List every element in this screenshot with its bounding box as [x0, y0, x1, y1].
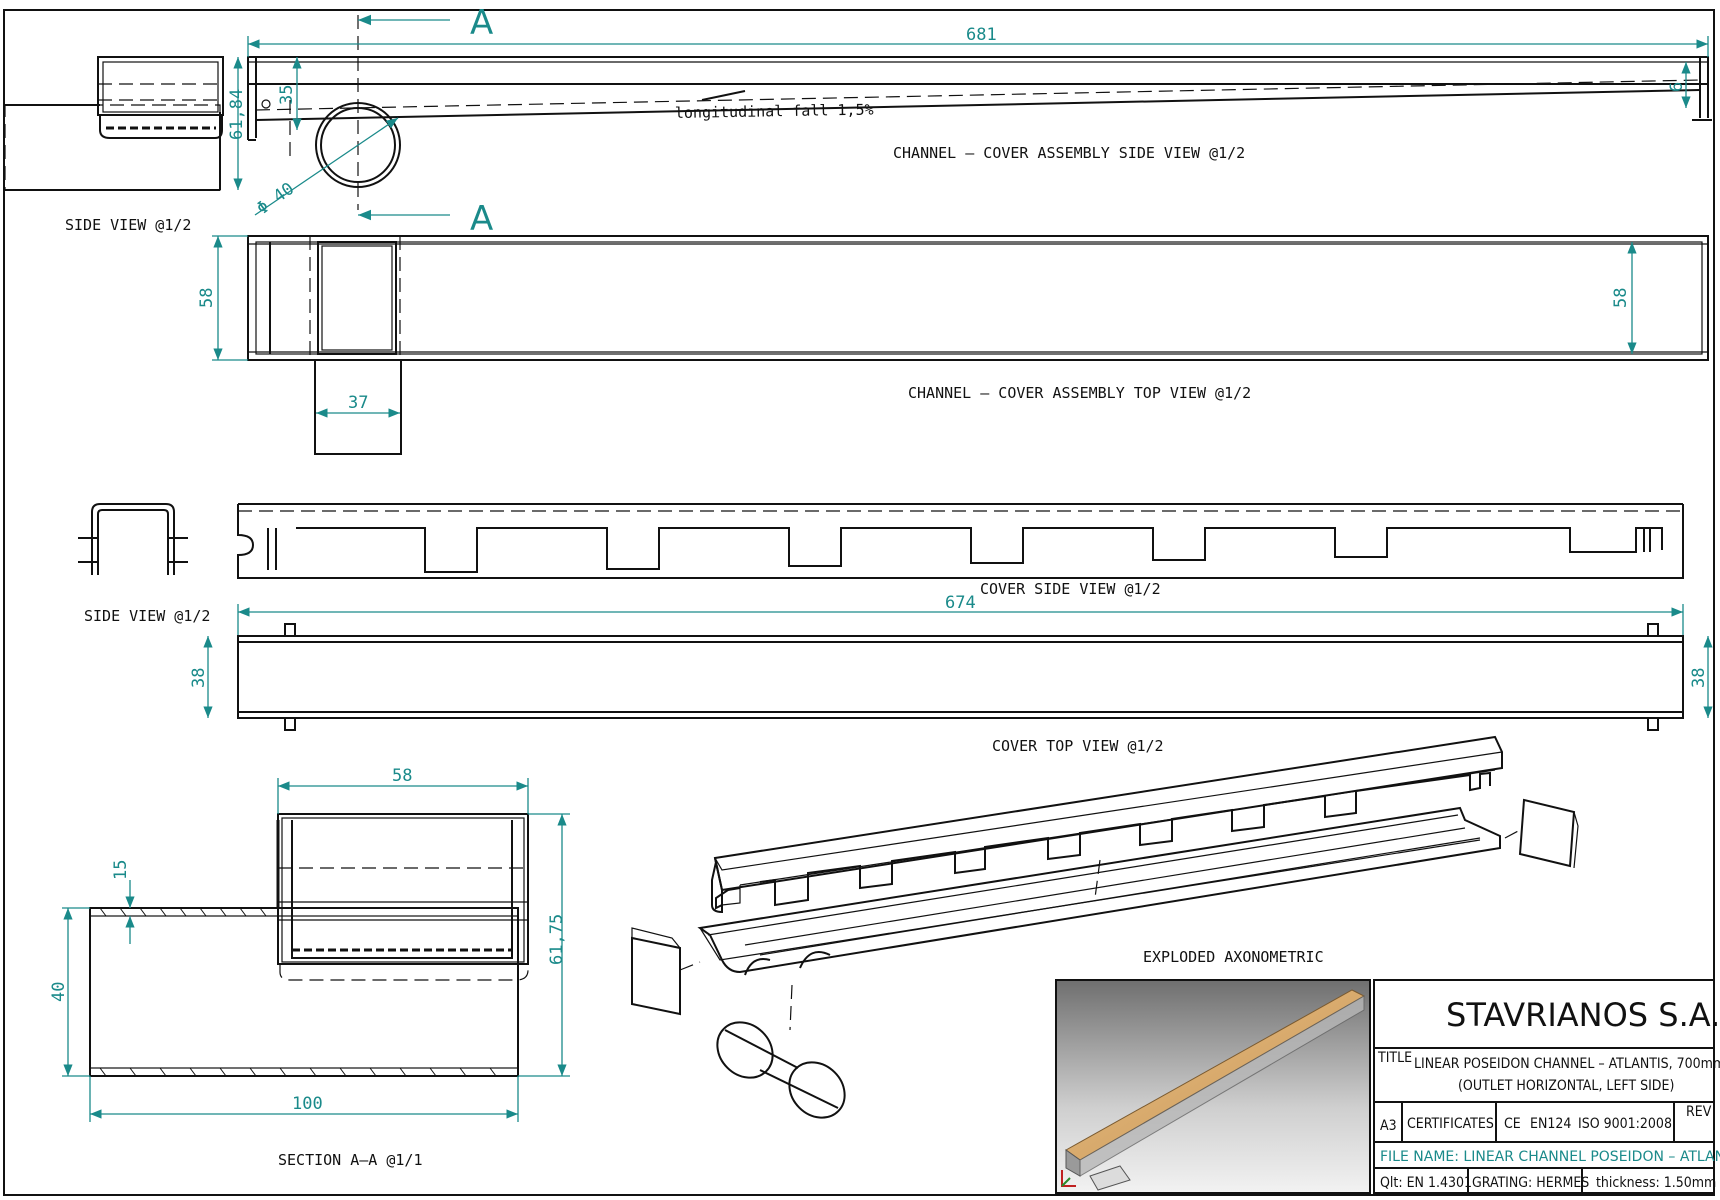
sheet-size: A3 [1380, 1118, 1397, 1134]
dim-6184: 61,84 [227, 57, 247, 190]
svg-text:58: 58 [392, 766, 412, 786]
svg-text:61,84: 61,84 [227, 89, 247, 140]
cert-ce: CE [1504, 1116, 1521, 1132]
svg-text:35: 35 [277, 85, 297, 105]
side-view-label-1: SIDE VIEW @1/2 [65, 216, 191, 234]
title-line-1: LINEAR POSEIDON CHANNEL – ATLANTIS, 700m… [1414, 1056, 1720, 1072]
render-thumbnail [1055, 979, 1371, 1194]
section-marker-top: A [358, 3, 493, 43]
dim-sec100: 100 [89, 1076, 519, 1122]
svg-text:Φ 40: Φ 40 [253, 179, 298, 219]
assembly-side-view [247, 15, 1712, 210]
dim-38-left: 38 [189, 636, 213, 718]
section-marker-bottom: A [358, 199, 493, 239]
title-key: TITLE [1377, 1050, 1412, 1066]
dim-58-top-left: 58 [197, 235, 248, 361]
svg-text:61,75: 61,75 [547, 914, 567, 965]
title-block [1373, 979, 1715, 1194]
grating: GRATING: HERMES [1472, 1175, 1589, 1191]
svg-text:38: 38 [1689, 668, 1709, 688]
dim-37: 37 [316, 393, 400, 418]
svg-text:15: 15 [111, 860, 131, 880]
svg-text:38: 38 [189, 668, 209, 688]
exploded-label: EXPLODED AXONOMETRIC [1143, 948, 1324, 966]
sheet-border [3, 9, 1715, 1196]
assembly-top-label: CHANNEL – COVER ASSEMBLY TOP VIEW @1/2 [908, 384, 1251, 402]
certificates-key: CERTIFICATES [1407, 1116, 1494, 1132]
side-view-label-2: SIDE VIEW @1/2 [84, 607, 210, 625]
rev-key: REV [1686, 1104, 1712, 1120]
dim-6: 6 [1667, 62, 1691, 108]
dim-38-right: 38 [1689, 636, 1713, 718]
svg-text:681: 681 [966, 25, 997, 45]
material: Qlt: EN 1.4301 [1380, 1175, 1472, 1191]
side-view-top [4, 56, 224, 191]
cert-iso: ISO 9001:2008 [1578, 1116, 1672, 1132]
thickness: thickness: 1.50mm [1596, 1175, 1716, 1191]
dim-674: 674 [237, 593, 1684, 635]
svg-text:58: 58 [1611, 288, 1631, 308]
dim-sec15: 15 [111, 860, 135, 944]
svg-text:longitudinal fall 1,5%: longitudinal fall 1,5% [675, 101, 874, 122]
section-a-a [89, 813, 529, 1077]
cert-en124: EN124 [1530, 1116, 1571, 1132]
svg-text:58: 58 [197, 288, 217, 308]
assembly-side-label: CHANNEL – COVER ASSEMBLY SIDE VIEW @1/2 [893, 144, 1245, 162]
svg-text:6: 6 [1667, 82, 1687, 92]
svg-text:37: 37 [348, 393, 368, 413]
cover-top-label: COVER TOP VIEW @1/2 [992, 737, 1164, 755]
exploded-axonometric [631, 735, 1579, 1119]
company-name: STAVRIANOS S.A. [1446, 996, 1720, 1034]
fall-note: longitudinal fall 1,5% [675, 90, 874, 122]
cover-top-view [237, 623, 1684, 731]
dim-58-top-right: 58 [1611, 242, 1637, 354]
assembly-top-view [247, 235, 1709, 455]
svg-text:100: 100 [292, 1094, 323, 1114]
section-label: SECTION A–A @1/1 [278, 1151, 423, 1169]
cover-profile-small [78, 503, 188, 575]
cover-side-view [237, 503, 1684, 579]
dim-sec40: 40 [49, 907, 90, 1077]
dim-sec58: 58 [277, 766, 529, 814]
cover-side-label: COVER SIDE VIEW @1/2 [980, 580, 1161, 598]
dim-phi40: Φ 40 [253, 117, 399, 219]
svg-text:A: A [470, 3, 493, 43]
dim-sec6175: 61,75 [518, 813, 570, 1077]
file-name: FILE NAME: LINEAR CHANNEL POSEIDON – ATL… [1380, 1149, 1720, 1165]
svg-text:674: 674 [945, 593, 976, 613]
svg-text:40: 40 [49, 982, 69, 1002]
dim-681: 681 [247, 25, 1709, 57]
dim-35: 35 [277, 57, 302, 130]
title-line-2: (OUTLET HORIZONTAL, LEFT SIDE) [1458, 1078, 1674, 1094]
svg-text:A: A [470, 199, 493, 239]
